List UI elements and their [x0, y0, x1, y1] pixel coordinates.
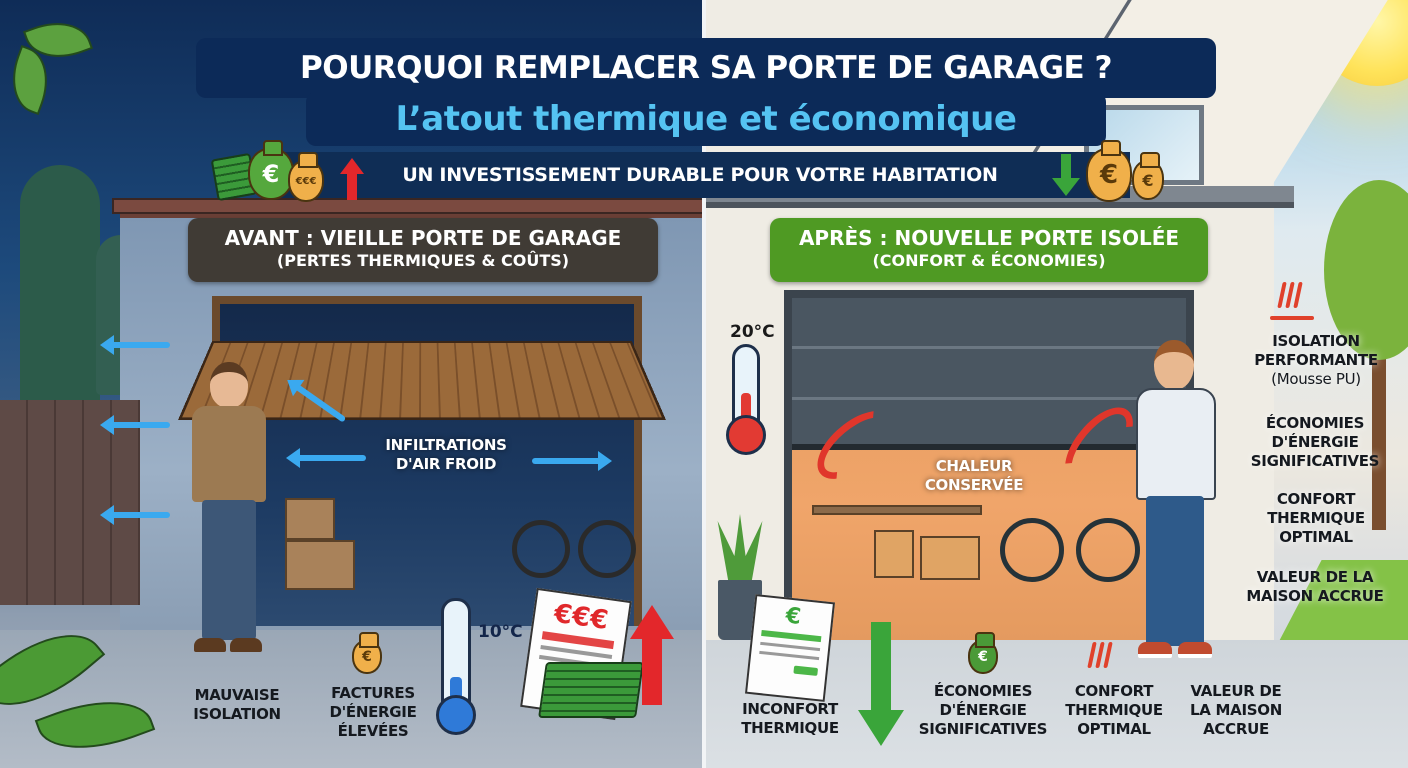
- before-subtitle: (PERTES THERMIQUES & COÛTS): [276, 251, 570, 270]
- happy-man-illustration: [1130, 340, 1220, 665]
- tagline-banner: UN INVESTISSEMENT DURABLE POUR VOTRE HAB…: [270, 152, 1130, 198]
- cold-air-arrow-icon: [532, 458, 602, 464]
- arrow-down-icon: [1052, 154, 1080, 196]
- side-benefit-insulation: ISOLATION PERFORMANTE (Mousse PU): [1254, 332, 1378, 388]
- cold-thermometer-icon: [436, 598, 476, 735]
- cash-stack-icon: [538, 662, 644, 718]
- title-banner: POURQUOI REMPLACER SA PORTE DE GARAGE ?: [196, 38, 1216, 98]
- page-title: POURQUOI REMPLACER SA PORTE DE GARAGE ?: [300, 50, 1112, 86]
- cold-air-arrow-icon: [100, 415, 170, 435]
- before-section-badge: AVANT : VIEILLE PORTE DE GARAGE (PERTES …: [188, 218, 658, 282]
- cardboard-box: [285, 498, 335, 540]
- cardboard-box: [920, 536, 980, 580]
- warm-temperature-label: 20°C: [730, 322, 775, 342]
- heat-waves-icon: [1277, 282, 1303, 308]
- side-benefit-comfort: CONFORT THERMIQUE OPTIMAL: [1267, 490, 1365, 546]
- heat-waves-icon: [1087, 642, 1113, 668]
- before-after-divider: [702, 0, 706, 768]
- page-subtitle: L’atout thermique et économique: [395, 99, 1017, 139]
- garage-roof: [112, 198, 704, 214]
- heat-base-line: [1270, 316, 1314, 320]
- after-title: APRÈS : NOUVELLE PORTE ISOLÉE: [798, 226, 1180, 250]
- euro-money-bag-icon: €€€: [288, 152, 324, 202]
- caption-high-energy-bills: FACTURES D'ÉNERGIE ÉLEVÉES: [329, 684, 417, 740]
- arrow-down-icon: [858, 622, 904, 746]
- bike-wheel: [1000, 518, 1064, 582]
- caption-thermal-comfort: CONFORT THERMIQUE OPTIMAL: [1065, 682, 1163, 738]
- side-benefit-energy-savings: ÉCONOMIES D'ÉNERGIE SIGNIFICATIVES: [1250, 414, 1380, 470]
- caption-home-value: VALEUR DE LA MAISON ACCRUE: [1190, 682, 1282, 738]
- bike-wheel: [1076, 518, 1140, 582]
- before-title: AVANT : VIEILLE PORTE DE GARAGE: [224, 226, 622, 250]
- after-subtitle: (CONFORT & ÉCONOMIES): [872, 251, 1106, 270]
- cold-man-illustration: [188, 362, 268, 652]
- cold-air-infiltration-label: INFILTRATIONS D'AIR FROID: [385, 436, 507, 473]
- cardboard-box: [874, 530, 914, 578]
- heat-retained-label: CHALEUR CONSERVÉE: [924, 457, 1024, 494]
- warm-thermometer-icon: [726, 344, 766, 455]
- low-bill-icon: €: [744, 594, 836, 702]
- tree: [1324, 180, 1408, 360]
- cold-air-arrow-icon: [100, 335, 170, 355]
- euro-money-bag-icon: €: [1132, 152, 1164, 200]
- caption-poor-insulation: MAUVAISE ISOLATION: [193, 686, 281, 723]
- cold-air-arrow-icon: [100, 505, 170, 525]
- caption-energy-savings: ÉCONOMIES D'ÉNERGIE SIGNIFICATIVES: [918, 682, 1048, 738]
- new-insulated-garage-door: [792, 298, 1186, 450]
- cold-temperature-label: 10°C: [478, 622, 523, 642]
- bike-wheel: [512, 520, 570, 578]
- cardboard-box: [285, 540, 355, 590]
- side-benefit-home-value: VALEUR DE LA MAISON ACCRUE: [1246, 568, 1384, 605]
- euro-money-bag-icon: €: [1086, 140, 1132, 202]
- tagline: UN INVESTISSEMENT DURABLE POUR VOTRE HAB…: [402, 164, 998, 186]
- workbench: [812, 505, 982, 515]
- after-scene: € €: [704, 0, 1408, 768]
- fence: [0, 400, 140, 605]
- euro-money-bag-icon: €: [968, 632, 998, 674]
- arrow-up-icon: [340, 158, 364, 200]
- arrow-up-icon: [630, 605, 674, 705]
- after-section-badge: APRÈS : NOUVELLE PORTE ISOLÉE (CONFORT &…: [770, 218, 1208, 282]
- euro-money-bag-icon: €: [248, 140, 294, 200]
- subtitle-banner: L’atout thermique et économique: [306, 92, 1106, 146]
- euro-money-bag-icon: €: [352, 632, 382, 674]
- bike-wheel: [578, 520, 636, 578]
- cold-air-arrow-icon: [286, 448, 366, 468]
- caption-thermal-discomfort: INCONFORT THERMIQUE: [741, 700, 839, 737]
- bill-amount: €: [784, 603, 803, 630]
